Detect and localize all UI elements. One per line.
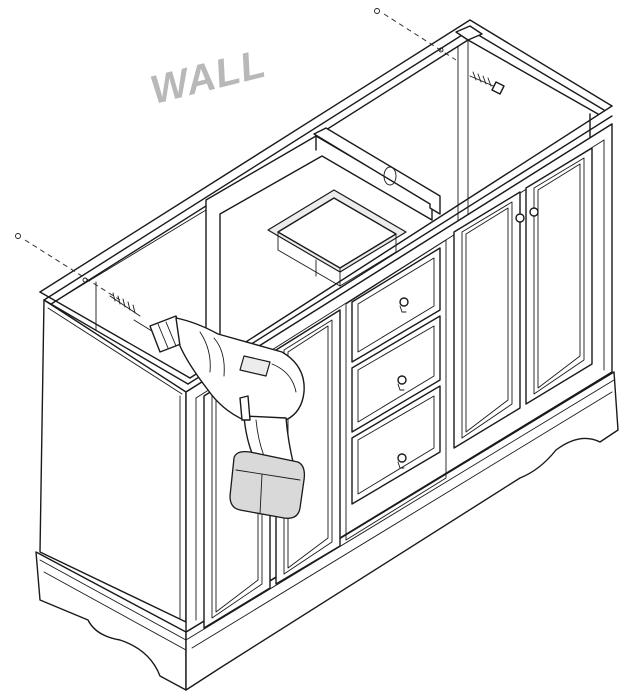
drawer-bottom-knob (397, 453, 407, 463)
drawer-middle (351, 315, 441, 433)
power-drill-icon (133, 315, 306, 519)
center-drawer-stack (345, 239, 447, 541)
right-door-pair (453, 147, 593, 449)
mounting-screw-left (15, 233, 141, 317)
drawer-top-knob (399, 297, 409, 307)
right-door-knob-right (529, 207, 539, 217)
right-door-knob-left (515, 213, 525, 223)
cabinet-base (35, 371, 619, 691)
drawer-top (351, 247, 441, 363)
mounting-screw-right (374, 8, 505, 95)
drawer-bottom (351, 385, 441, 505)
drawer-middle-knob (397, 375, 407, 385)
